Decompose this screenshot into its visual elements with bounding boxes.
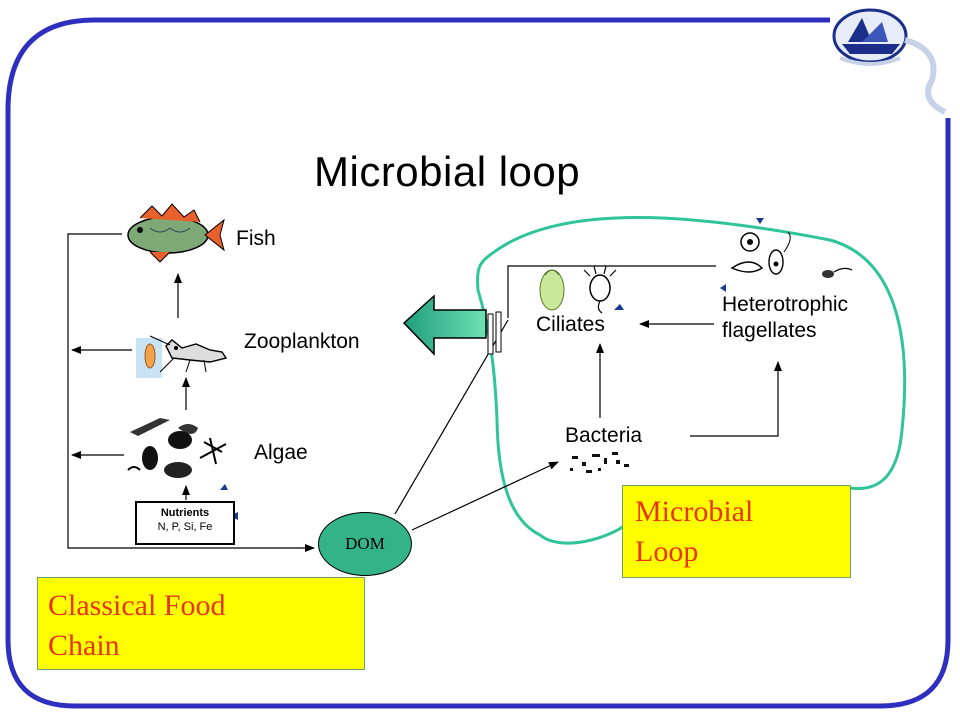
classical-food-chain-box: Classical Food Chain	[37, 577, 365, 670]
ciliates-label: Ciliates	[536, 313, 605, 336]
nutrients-elements: N, P, Si, Fe	[157, 521, 213, 533]
microbial-loop-box: Microbial Loop	[622, 485, 851, 578]
ship-logo-icon	[832, 8, 947, 115]
microbial-loop-line2: Loop	[635, 535, 699, 568]
zooplankton-label: Zooplankton	[244, 330, 360, 353]
flagellates-icon	[720, 218, 853, 292]
transfer-arrow-icon	[402, 294, 502, 356]
heterotrophic-flagellates-label: Heterotrophic flagellates	[722, 292, 848, 344]
fish-icon	[127, 203, 225, 263]
classical-food-chain-line2: Chain	[48, 629, 120, 662]
bacteria-icon	[570, 452, 629, 473]
ciliates-icon	[539, 265, 624, 314]
algae-icon	[127, 418, 238, 520]
diagram-title: Microbial loop	[314, 148, 581, 195]
slide-frame	[5, 17, 951, 709]
food-chain-connectors	[67, 233, 315, 552]
classical-food-chain-line1: Classical Food	[48, 589, 226, 622]
dom-label: DOM	[345, 534, 385, 553]
bacteria-label: Bacteria	[565, 424, 643, 447]
algae-label: Algae	[254, 441, 308, 464]
dom-node: DOM	[318, 512, 412, 576]
microbial-loop-line1: Microbial	[635, 495, 754, 528]
heterotrophic-label-line2: flagellates	[722, 319, 817, 342]
zooplankton-icon	[136, 335, 228, 378]
nutrients-heading: Nutrients	[160, 507, 210, 519]
fish-label: Fish	[236, 227, 276, 250]
nutrients-box: Nutrients N, P, Si, Fe	[135, 501, 235, 545]
heterotrophic-label-line1: Heterotrophic	[722, 293, 849, 316]
